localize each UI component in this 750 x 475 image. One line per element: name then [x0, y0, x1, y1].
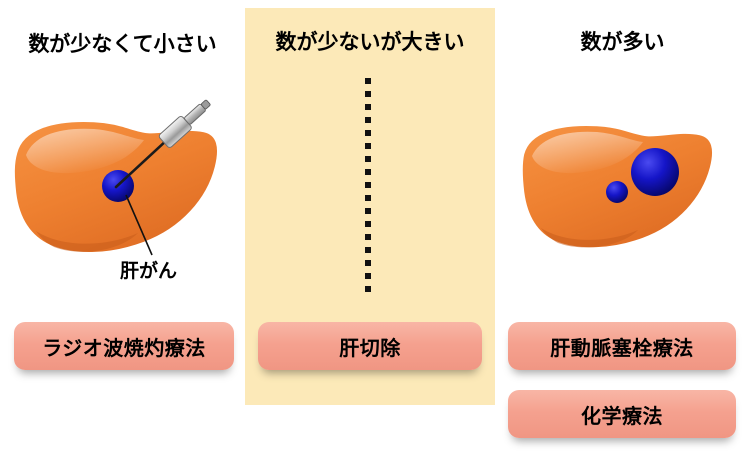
panel-title-few-large: 数が少ないが大きい: [275, 30, 465, 54]
panel-title-few-small: 数が少なくて小さい: [28, 32, 217, 56]
tumor-nodule-small: [606, 181, 628, 203]
liver-illustration-few-large: [517, 110, 717, 260]
treatment-label-rfa: ラジオ波焼灼療法: [42, 335, 206, 360]
treatment-label-resection: 肝切除: [339, 335, 401, 360]
resection-dotted-line: [365, 78, 371, 292]
rfa-probe-icon: [114, 99, 211, 189]
panel-few-small: 数が少なくて小さい: [0, 0, 245, 475]
treatment-button-tae[interactable]: 肝動脈塞栓療法: [508, 322, 736, 370]
panel-title-many: 数が多い: [580, 30, 665, 54]
treatment-button-resection[interactable]: 肝切除: [258, 322, 482, 370]
liver-illustration-few-small: [8, 99, 223, 265]
treatment-label-tae: 肝動脈塞栓療法: [550, 335, 694, 360]
panel-many: 数が多い: [495, 0, 750, 475]
treatment-label-chemotherapy: 化学療法: [581, 403, 663, 428]
tumor-nodule-large: [631, 148, 679, 196]
callout-label-liver-cancer: 肝がん: [120, 260, 178, 282]
treatment-button-chemotherapy[interactable]: 化学療法: [508, 390, 736, 438]
treatment-button-rfa[interactable]: ラジオ波焼灼療法: [14, 322, 234, 370]
panel-few-large: 数が少ないが大きい: [245, 0, 715, 475]
